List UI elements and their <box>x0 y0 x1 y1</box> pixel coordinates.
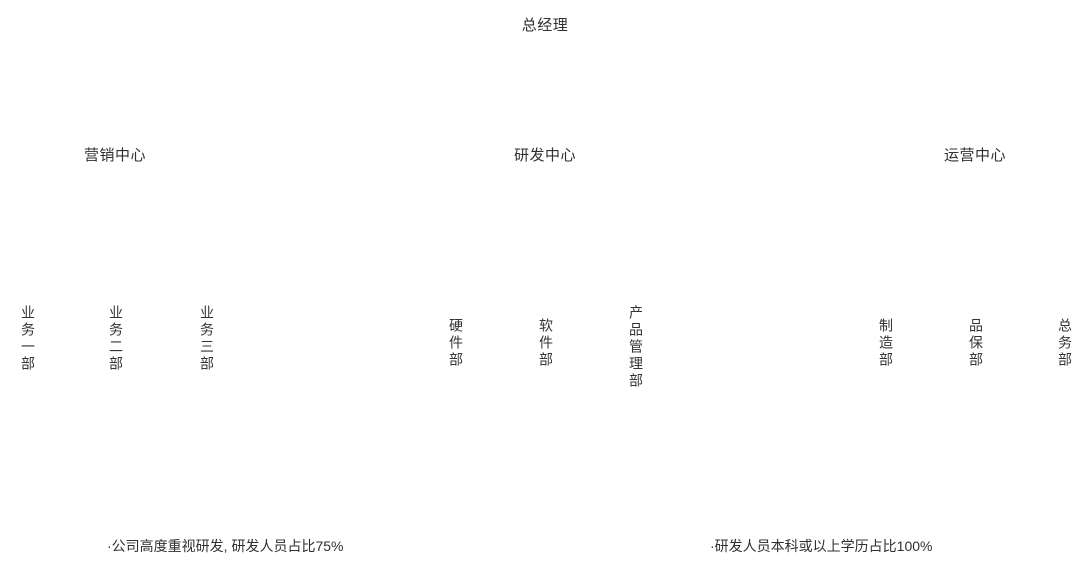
org-node-department-business-3[interactable]: 业务三部 <box>199 305 215 373</box>
org-node-department-business-1[interactable]: 业务一部 <box>20 305 36 373</box>
org-node-department-business-2[interactable]: 业务二部 <box>108 305 124 373</box>
org-node-division-rnd[interactable]: 研发中心 <box>513 147 576 164</box>
org-node-department-hardware[interactable]: 硬件部 <box>448 318 464 369</box>
org-node-department-quality-assurance[interactable]: 品保部 <box>968 318 984 369</box>
org-node-department-product-management[interactable]: 产品管理部 <box>628 305 644 390</box>
org-node-division-marketing[interactable]: 营销中心 <box>83 147 146 164</box>
org-node-department-general-affairs[interactable]: 总务部 <box>1057 318 1073 369</box>
org-node-department-manufacturing[interactable]: 制造部 <box>878 318 894 369</box>
footnote-rnd-education-ratio: ·研发人员本科或以上学历占比100% <box>710 538 933 554</box>
org-node-department-software[interactable]: 软件部 <box>538 318 554 369</box>
footnote-rnd-headcount-ratio: ·公司高度重视研发, 研发人员占比75% <box>107 538 344 554</box>
org-node-root[interactable]: 总经理 <box>521 17 569 34</box>
org-node-division-operations[interactable]: 运营中心 <box>943 147 1006 164</box>
